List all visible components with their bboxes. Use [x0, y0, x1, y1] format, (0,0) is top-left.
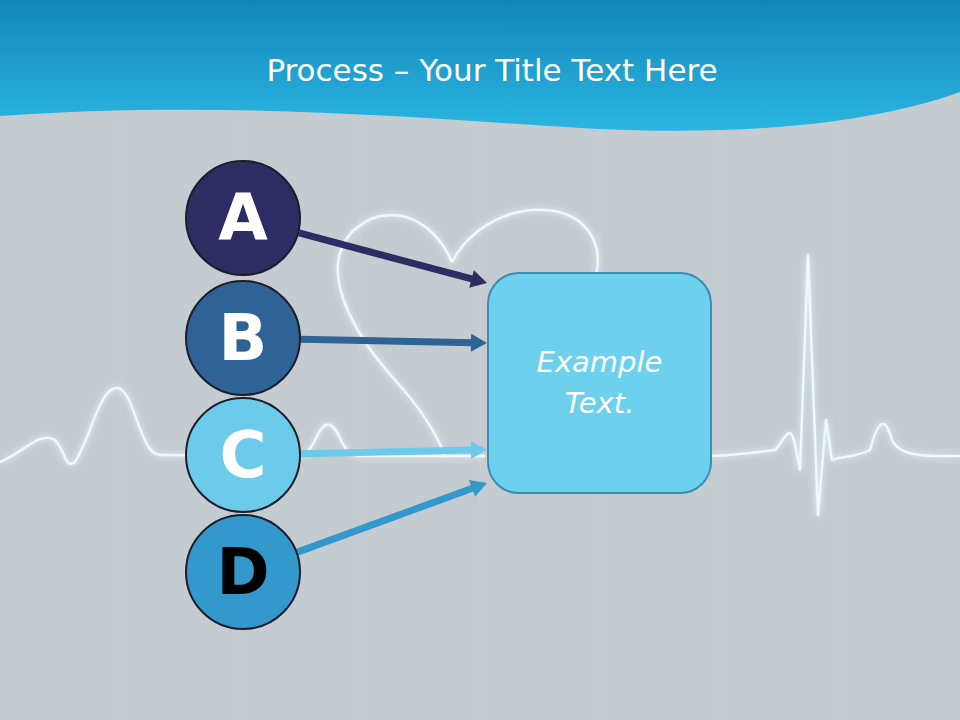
content-box: Example Text. [487, 272, 712, 494]
grid-lines [120, 120, 840, 720]
arrow-head [471, 441, 487, 459]
flow-arrow [301, 334, 487, 352]
arrow-shaft [301, 339, 473, 343]
circle-letter: A [218, 181, 268, 255]
flow-arrow [299, 233, 487, 288]
arrow-shaft [299, 233, 473, 280]
heartbeat-line [0, 210, 960, 515]
box-text: Example Text. [511, 342, 688, 423]
arrow-shaft [297, 488, 473, 552]
letter-circle: C [185, 397, 301, 513]
circle-letter: C [220, 418, 267, 492]
arrow-shaft [301, 450, 473, 454]
letter-circle: B [185, 280, 301, 396]
arrow-head [471, 334, 487, 352]
arrow-head [469, 480, 487, 497]
circle-letter: D [216, 535, 269, 609]
slide-title: Process – Your Title Text Here [0, 52, 960, 88]
letter-circle: A [185, 160, 301, 276]
flow-arrow [301, 441, 487, 459]
letter-circle: D [185, 514, 301, 630]
arrow-head [469, 270, 487, 287]
flow-arrow [297, 480, 487, 552]
circle-letter: B [219, 301, 268, 375]
